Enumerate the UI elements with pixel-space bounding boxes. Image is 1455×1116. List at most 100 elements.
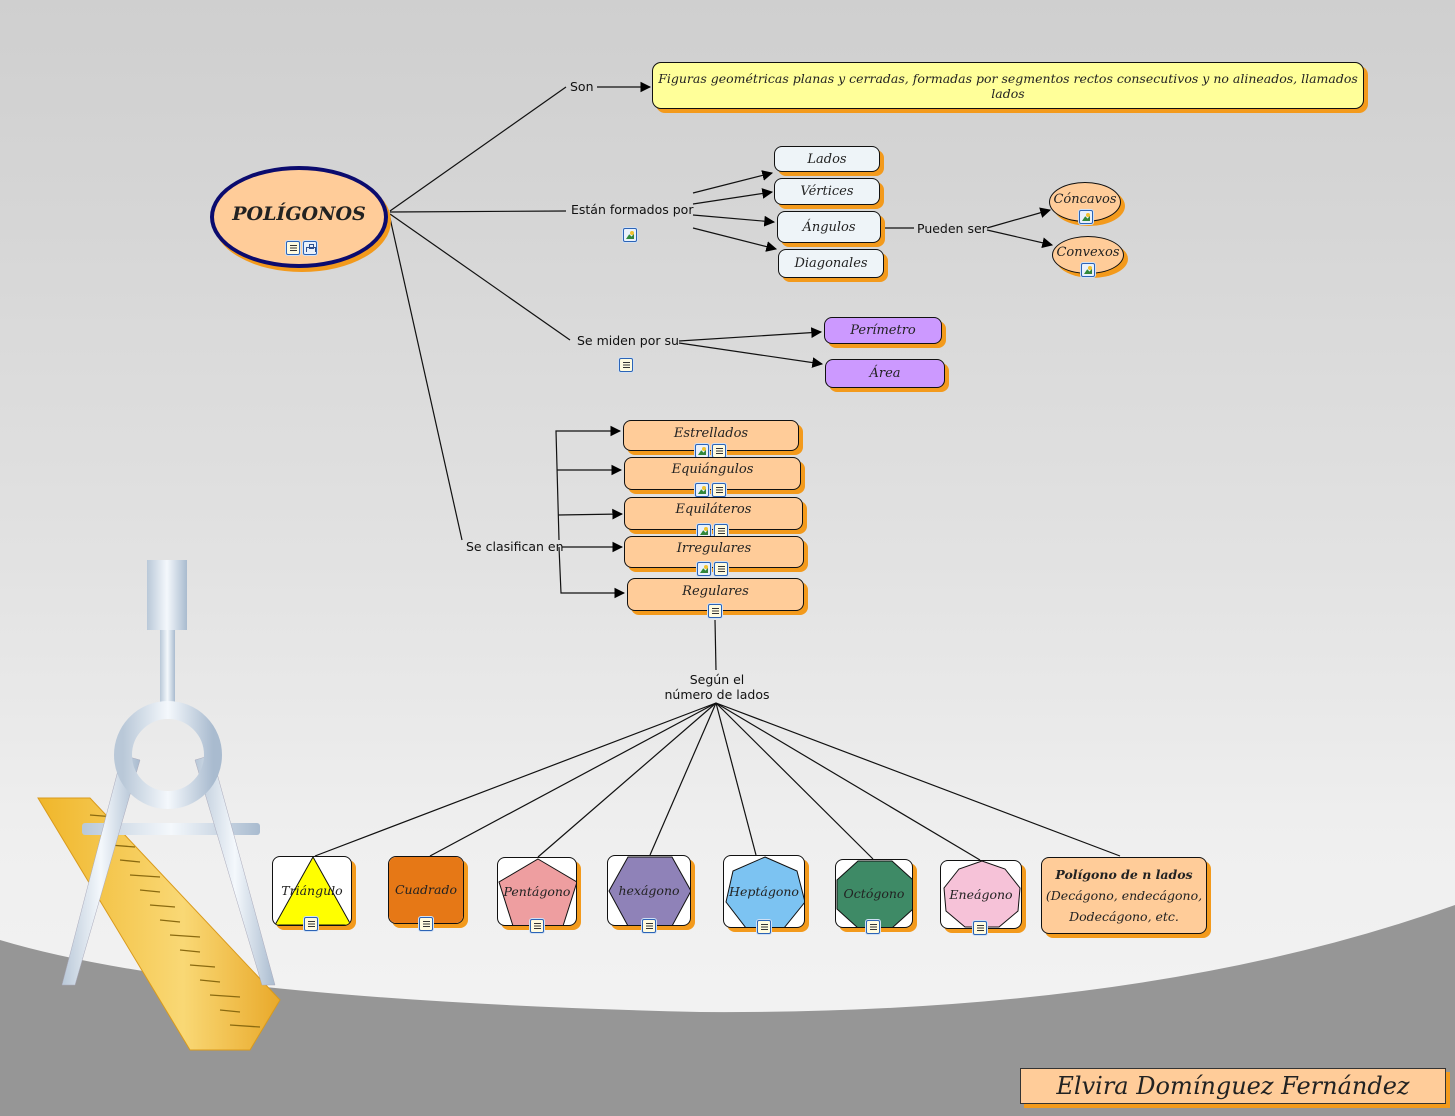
shape-node-cuadrado[interactable]: Cuadrado <box>388 856 464 924</box>
note-icon[interactable] <box>642 919 656 933</box>
octagon-shape <box>836 860 912 927</box>
note-icon[interactable] <box>973 921 987 935</box>
angle-type-concavos[interactable]: Cóncavos <box>1049 182 1121 224</box>
angle-type-convexos[interactable]: Convexos <box>1052 236 1124 277</box>
heptagon-shape <box>725 856 804 927</box>
class-node-equilateros[interactable]: Equiláteros <box>624 497 803 538</box>
arrow-diagonales <box>692 227 778 252</box>
angle-type-label: Cóncavos <box>1053 192 1117 207</box>
measure-label: Área <box>869 366 901 381</box>
shape-label: Pentágono <box>503 883 571 899</box>
note-icon[interactable] <box>757 920 771 934</box>
shape-label: Eneágono <box>949 886 1013 902</box>
author-label: Elvira Domínguez Fernández <box>1020 1068 1446 1104</box>
image-icon[interactable] <box>695 483 709 497</box>
root-title: POLÍGONOS <box>232 203 366 225</box>
connector-root-clasifican <box>389 217 463 541</box>
triangle-shape <box>274 857 351 925</box>
arrow-equilateros <box>557 508 624 520</box>
arrow-estrellados <box>555 425 622 541</box>
element-label: Lados <box>807 151 847 167</box>
shape-node-octogono[interactable]: Octógono <box>835 859 913 928</box>
link-son: Son <box>570 79 594 94</box>
arrow-lados <box>692 170 774 194</box>
note-icon[interactable] <box>286 241 300 255</box>
link-segun-line1: Según el <box>689 672 745 687</box>
shape-label: Cuadrado <box>394 881 458 897</box>
note-icon[interactable] <box>619 358 633 372</box>
class-label: Regulares <box>682 584 749 599</box>
element-node-diagonales[interactable]: Diagonales <box>778 249 884 278</box>
link-se-clasifican-en: Se clasifican en <box>466 539 564 554</box>
n-sides-node[interactable]: Polígono de n lados (Decágono, endecágon… <box>1041 857 1207 934</box>
connector-hexagono <box>649 702 717 856</box>
concept-map-icon[interactable] <box>303 241 317 255</box>
image-icon[interactable] <box>697 562 711 576</box>
arrow-vertices <box>692 188 774 205</box>
element-node-angulos[interactable]: Ángulos <box>777 211 881 243</box>
element-node-lados[interactable]: Lados <box>774 146 880 172</box>
shape-node-pentagono[interactable]: Pentágono <box>497 857 577 926</box>
note-icon[interactable] <box>712 444 726 458</box>
arrow-convexos <box>986 229 1054 249</box>
n-sides-title: Polígono de n lados <box>1055 867 1193 882</box>
arrow-angulos <box>692 214 776 227</box>
connector-root-son <box>389 86 567 212</box>
angle-type-label: Convexos <box>1056 245 1120 260</box>
class-label: Estrellados <box>673 426 749 441</box>
connector-heptagono <box>715 702 757 856</box>
measure-label: Perímetro <box>850 323 916 338</box>
arrow-regulares <box>558 546 626 599</box>
element-node-vertices[interactable]: Vértices <box>774 178 880 205</box>
connector-root-formados <box>389 210 567 213</box>
connector-n-lados <box>715 702 1121 857</box>
note-icon[interactable] <box>530 919 544 933</box>
class-node-irregulares[interactable]: Irregulares <box>624 536 804 576</box>
class-node-regulares[interactable]: Regulares <box>627 578 804 618</box>
class-label: Equiláteros <box>675 502 752 517</box>
connector-eneagono <box>715 702 981 861</box>
connector-triangulo <box>314 702 717 857</box>
note-icon[interactable] <box>304 917 318 931</box>
class-label: Irregulares <box>676 541 752 556</box>
connector-octogono <box>715 702 874 860</box>
shape-node-triangulo[interactable]: Triángulo <box>272 856 352 926</box>
element-label: Ángulos <box>802 219 856 235</box>
note-icon[interactable] <box>712 483 726 497</box>
shape-label: Octógono <box>843 885 905 901</box>
connector-regulares-segun <box>714 619 717 671</box>
square-shape <box>389 857 463 923</box>
connector-pentagono <box>537 702 717 858</box>
definition-text: Figuras geométricas planas y cerradas, f… <box>658 70 1358 101</box>
class-node-estrellados[interactable]: Estrellados <box>623 420 799 458</box>
note-icon[interactable] <box>714 562 728 576</box>
image-icon[interactable] <box>695 444 709 458</box>
link-segun-numero-lados: Según el número de lados <box>662 672 772 702</box>
shape-node-heptagono[interactable]: Heptágono <box>723 855 805 928</box>
connector-cuadrado <box>429 702 717 857</box>
image-icon[interactable] <box>1081 263 1095 277</box>
n-sides-line3: Dodecágono, etc. <box>1069 909 1179 924</box>
arrow-concavos <box>986 207 1052 229</box>
shape-node-eneagono[interactable]: Eneágono <box>940 860 1022 929</box>
image-icon[interactable] <box>1079 210 1093 224</box>
note-icon[interactable] <box>708 604 722 618</box>
n-sides-line2: (Decágono, endecágono, <box>1045 888 1203 903</box>
measure-node-perimetro[interactable]: Perímetro <box>824 317 942 344</box>
note-icon[interactable] <box>866 920 880 934</box>
hexagon-shape <box>608 856 690 925</box>
arrow-perimetro <box>678 327 823 342</box>
image-icon[interactable] <box>623 228 637 242</box>
connector-root-miden <box>389 213 571 341</box>
root-node[interactable]: POLÍGONOS <box>210 166 388 268</box>
note-icon[interactable] <box>419 917 433 931</box>
measure-node-area[interactable]: Área <box>825 359 945 388</box>
class-node-equiangulos[interactable]: Equiángulos <box>624 457 801 497</box>
definition-node[interactable]: Figuras geométricas planas y cerradas, f… <box>652 62 1364 109</box>
compass-icon <box>61 560 276 986</box>
arrow-area <box>678 342 824 368</box>
compass-ruler-illustration <box>37 560 281 1051</box>
element-label: Diagonales <box>794 256 868 271</box>
shape-node-hexagono[interactable]: hexágono <box>607 855 691 926</box>
